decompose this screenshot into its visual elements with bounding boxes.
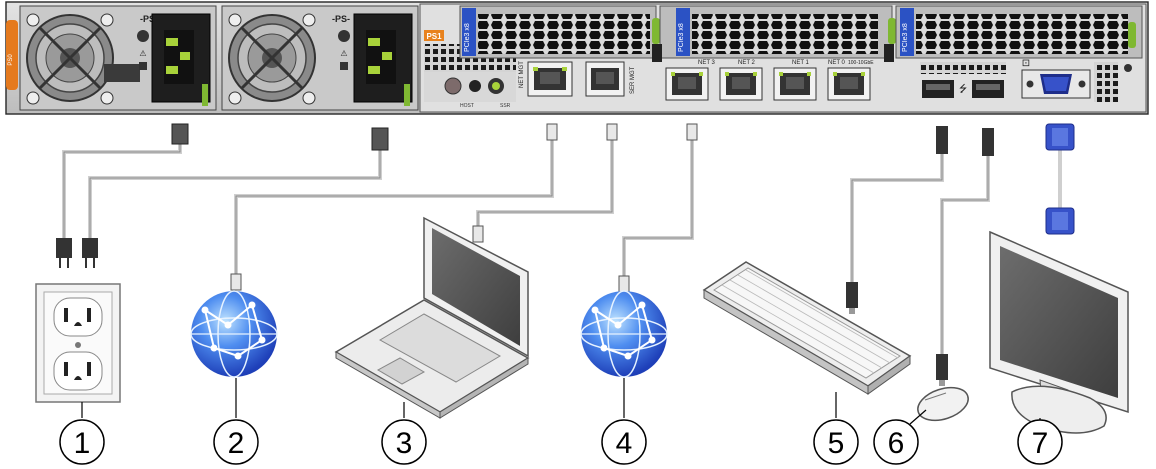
net-mgt-port[interactable]: [527, 61, 573, 97]
callout-7: 7: [1017, 419, 1063, 465]
vga-connector-icon: [1045, 123, 1075, 235]
keyboard-icon: [702, 261, 912, 395]
power-supply-1: -PS- ⚠: [221, 5, 419, 111]
net-port-0[interactable]: [827, 67, 871, 101]
net-port-2[interactable]: [719, 67, 763, 101]
callout-2: 2: [213, 419, 259, 465]
psu-label-1: -PS-: [332, 14, 350, 24]
ssr-label: SSR: [500, 103, 511, 109]
net-port-label-2: NET 2: [738, 60, 756, 66]
mouse-icon: [917, 386, 969, 422]
net-port-label-0: NET 0: [828, 60, 846, 66]
slot-label-3: PCIe3 x8: [902, 23, 909, 52]
usb-port-0[interactable]: [922, 80, 954, 98]
psu-label-0: -PS-: [140, 14, 158, 24]
callout-number: 4: [616, 427, 633, 460]
power-plug-icon: [56, 123, 389, 268]
callout-number: 3: [396, 427, 413, 460]
net-mgt-label: NET MGT: [519, 61, 525, 88]
callout-4: 4: [601, 419, 647, 465]
slot-label-1: PCIe3 x8: [464, 23, 471, 52]
fan-icon: [26, 13, 114, 105]
io-panel: PS1 HOST SSR PCIe3 x8: [419, 3, 1147, 113]
ser-mgt-port[interactable]: [585, 61, 625, 97]
callout-number: 5: [828, 427, 845, 460]
callout-leaders: [81, 378, 1041, 425]
pcie-slot-2: PCIe3 x8: [652, 5, 896, 62]
pcie-slot-1: PCIe3 x8: [459, 5, 660, 59]
side-tab: PS0: [6, 20, 18, 90]
pcie-slot-3: PCIe3 x8: [884, 5, 1143, 62]
usb-port-1[interactable]: [972, 80, 1004, 98]
outlet-icon: [35, 283, 121, 403]
globe-icon: [580, 290, 668, 378]
callout-3: 3: [381, 419, 427, 465]
net-port-label-1: NET 1: [792, 60, 810, 66]
callout-number: 1: [74, 427, 91, 460]
video-icon: ⊡: [1022, 58, 1030, 69]
callout-number: 6: [888, 427, 905, 460]
monitor-icon: [989, 230, 1129, 434]
power-supply-0: -PS- ⚠: [19, 5, 217, 111]
ser-mgt-label: SER MGT: [630, 66, 636, 94]
callout-number: 7: [1032, 427, 1049, 460]
usb-icon: ⭍: [959, 83, 967, 95]
rj45-connector-icon: [230, 123, 698, 293]
vga-port[interactable]: [1021, 69, 1091, 99]
net-port-label-3: NET 3: [698, 60, 716, 66]
laptop-icon: [334, 216, 530, 419]
usb-connector-icon: [846, 126, 994, 386]
net-port-1[interactable]: [773, 67, 817, 101]
callouts: 1 2 3 4 5 6 7: [59, 419, 1063, 465]
fan-icon: [228, 13, 316, 105]
power-inlet-1[interactable]: [353, 13, 413, 106]
host-label: HOST: [460, 103, 474, 109]
side-tab-label: PS0: [8, 54, 14, 66]
server-rear-panel: PS0 -PS- ⚠: [5, 1, 1149, 115]
cable-outlines: [63, 138, 989, 356]
power-inlet-0[interactable]: [151, 13, 211, 106]
locator-buttons[interactable]: [444, 77, 504, 95]
callout-1: 1: [59, 419, 105, 465]
callout-5: 5: [813, 419, 859, 465]
callout-number: 2: [228, 427, 245, 460]
svg-text:⚠: ⚠: [340, 49, 347, 58]
globe-icon: [190, 290, 278, 378]
slot-label-2: PCIe3 x8: [678, 23, 685, 52]
net-port-3[interactable]: [665, 67, 709, 101]
svg-text:⚠: ⚠: [139, 49, 146, 58]
ps-badge: PS1: [426, 32, 442, 41]
callout-6: 6: [873, 419, 919, 465]
net-speed-label: 100-10GbE: [848, 60, 874, 66]
